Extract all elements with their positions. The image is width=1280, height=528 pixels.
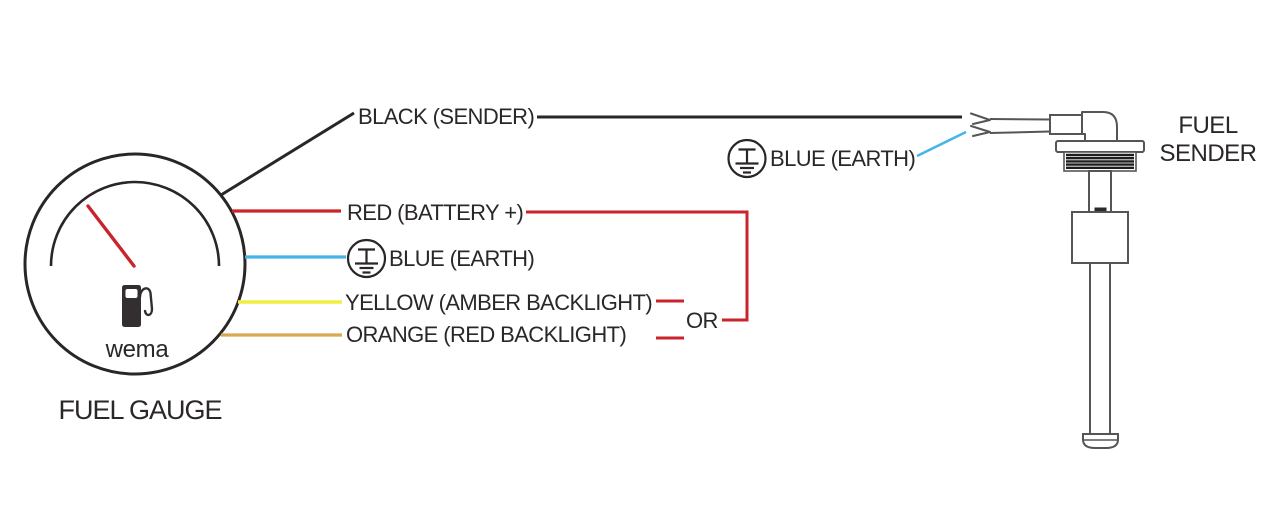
earth-symbol-icon [727,138,767,179]
or-connector-dashes [656,299,684,340]
wire-blue-to-sender [916,130,967,158]
fuel-pump-icon [122,285,154,327]
or-label: OR [686,308,718,333]
earth-symbol-icon [346,238,387,279]
gauge-needle [86,204,136,268]
fuel-gauge-illustration [23,152,247,376]
sender-caption: FUEL SENDER [1159,112,1257,167]
wire-red-battery [232,209,749,322]
gauge-caption: FUEL GAUGE [58,395,222,425]
wire-black-sender [220,111,962,197]
sender-terminal-forks [970,112,991,137]
gauge-outer-circle [23,152,247,376]
wire-label-blue-earth: BLUE (EARTH) [389,246,535,271]
fuel-sender-illustration [970,111,1145,449]
gauge-dial-arc [49,180,221,267]
gauge-brand: wema [105,336,169,363]
wire-label-yellow-backlight: YELLOW (AMBER BACKLIGHT) [345,290,653,315]
wire-label-red-battery: RED (BATTERY +) [347,200,524,225]
wire-label-orange-backlight: ORANGE (RED BACKLIGHT) [346,322,627,347]
sender-threads [1063,151,1137,172]
sender-earth-label: BLUE (EARTH) [770,146,916,171]
wire-label-black-sender: BLACK (SENDER) [358,104,535,129]
